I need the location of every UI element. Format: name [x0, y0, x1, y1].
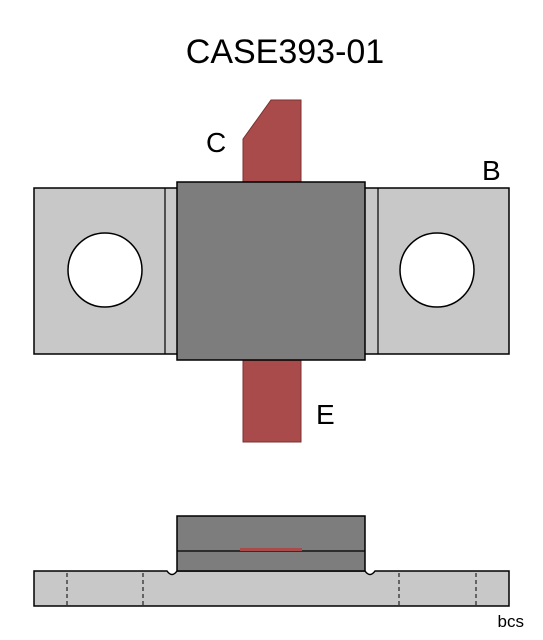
side-flange [33, 570, 510, 607]
package-body [176, 181, 366, 361]
side-body [176, 515, 366, 572]
collector-lead [242, 99, 302, 185]
credit-text: bcs [498, 612, 524, 631]
collector-label: C [206, 127, 226, 158]
emitter-label: E [316, 399, 335, 430]
base-label: B [482, 155, 501, 186]
top-view: C B E [33, 99, 510, 443]
emitter-lead [242, 357, 302, 443]
side-view [33, 515, 510, 607]
mounting-hole-right [399, 232, 475, 308]
mounting-hole-left [67, 232, 143, 308]
side-lead [240, 548, 302, 551]
side-hole-lines [66, 573, 477, 606]
drawing-title: CASE393-01 [186, 33, 384, 71]
